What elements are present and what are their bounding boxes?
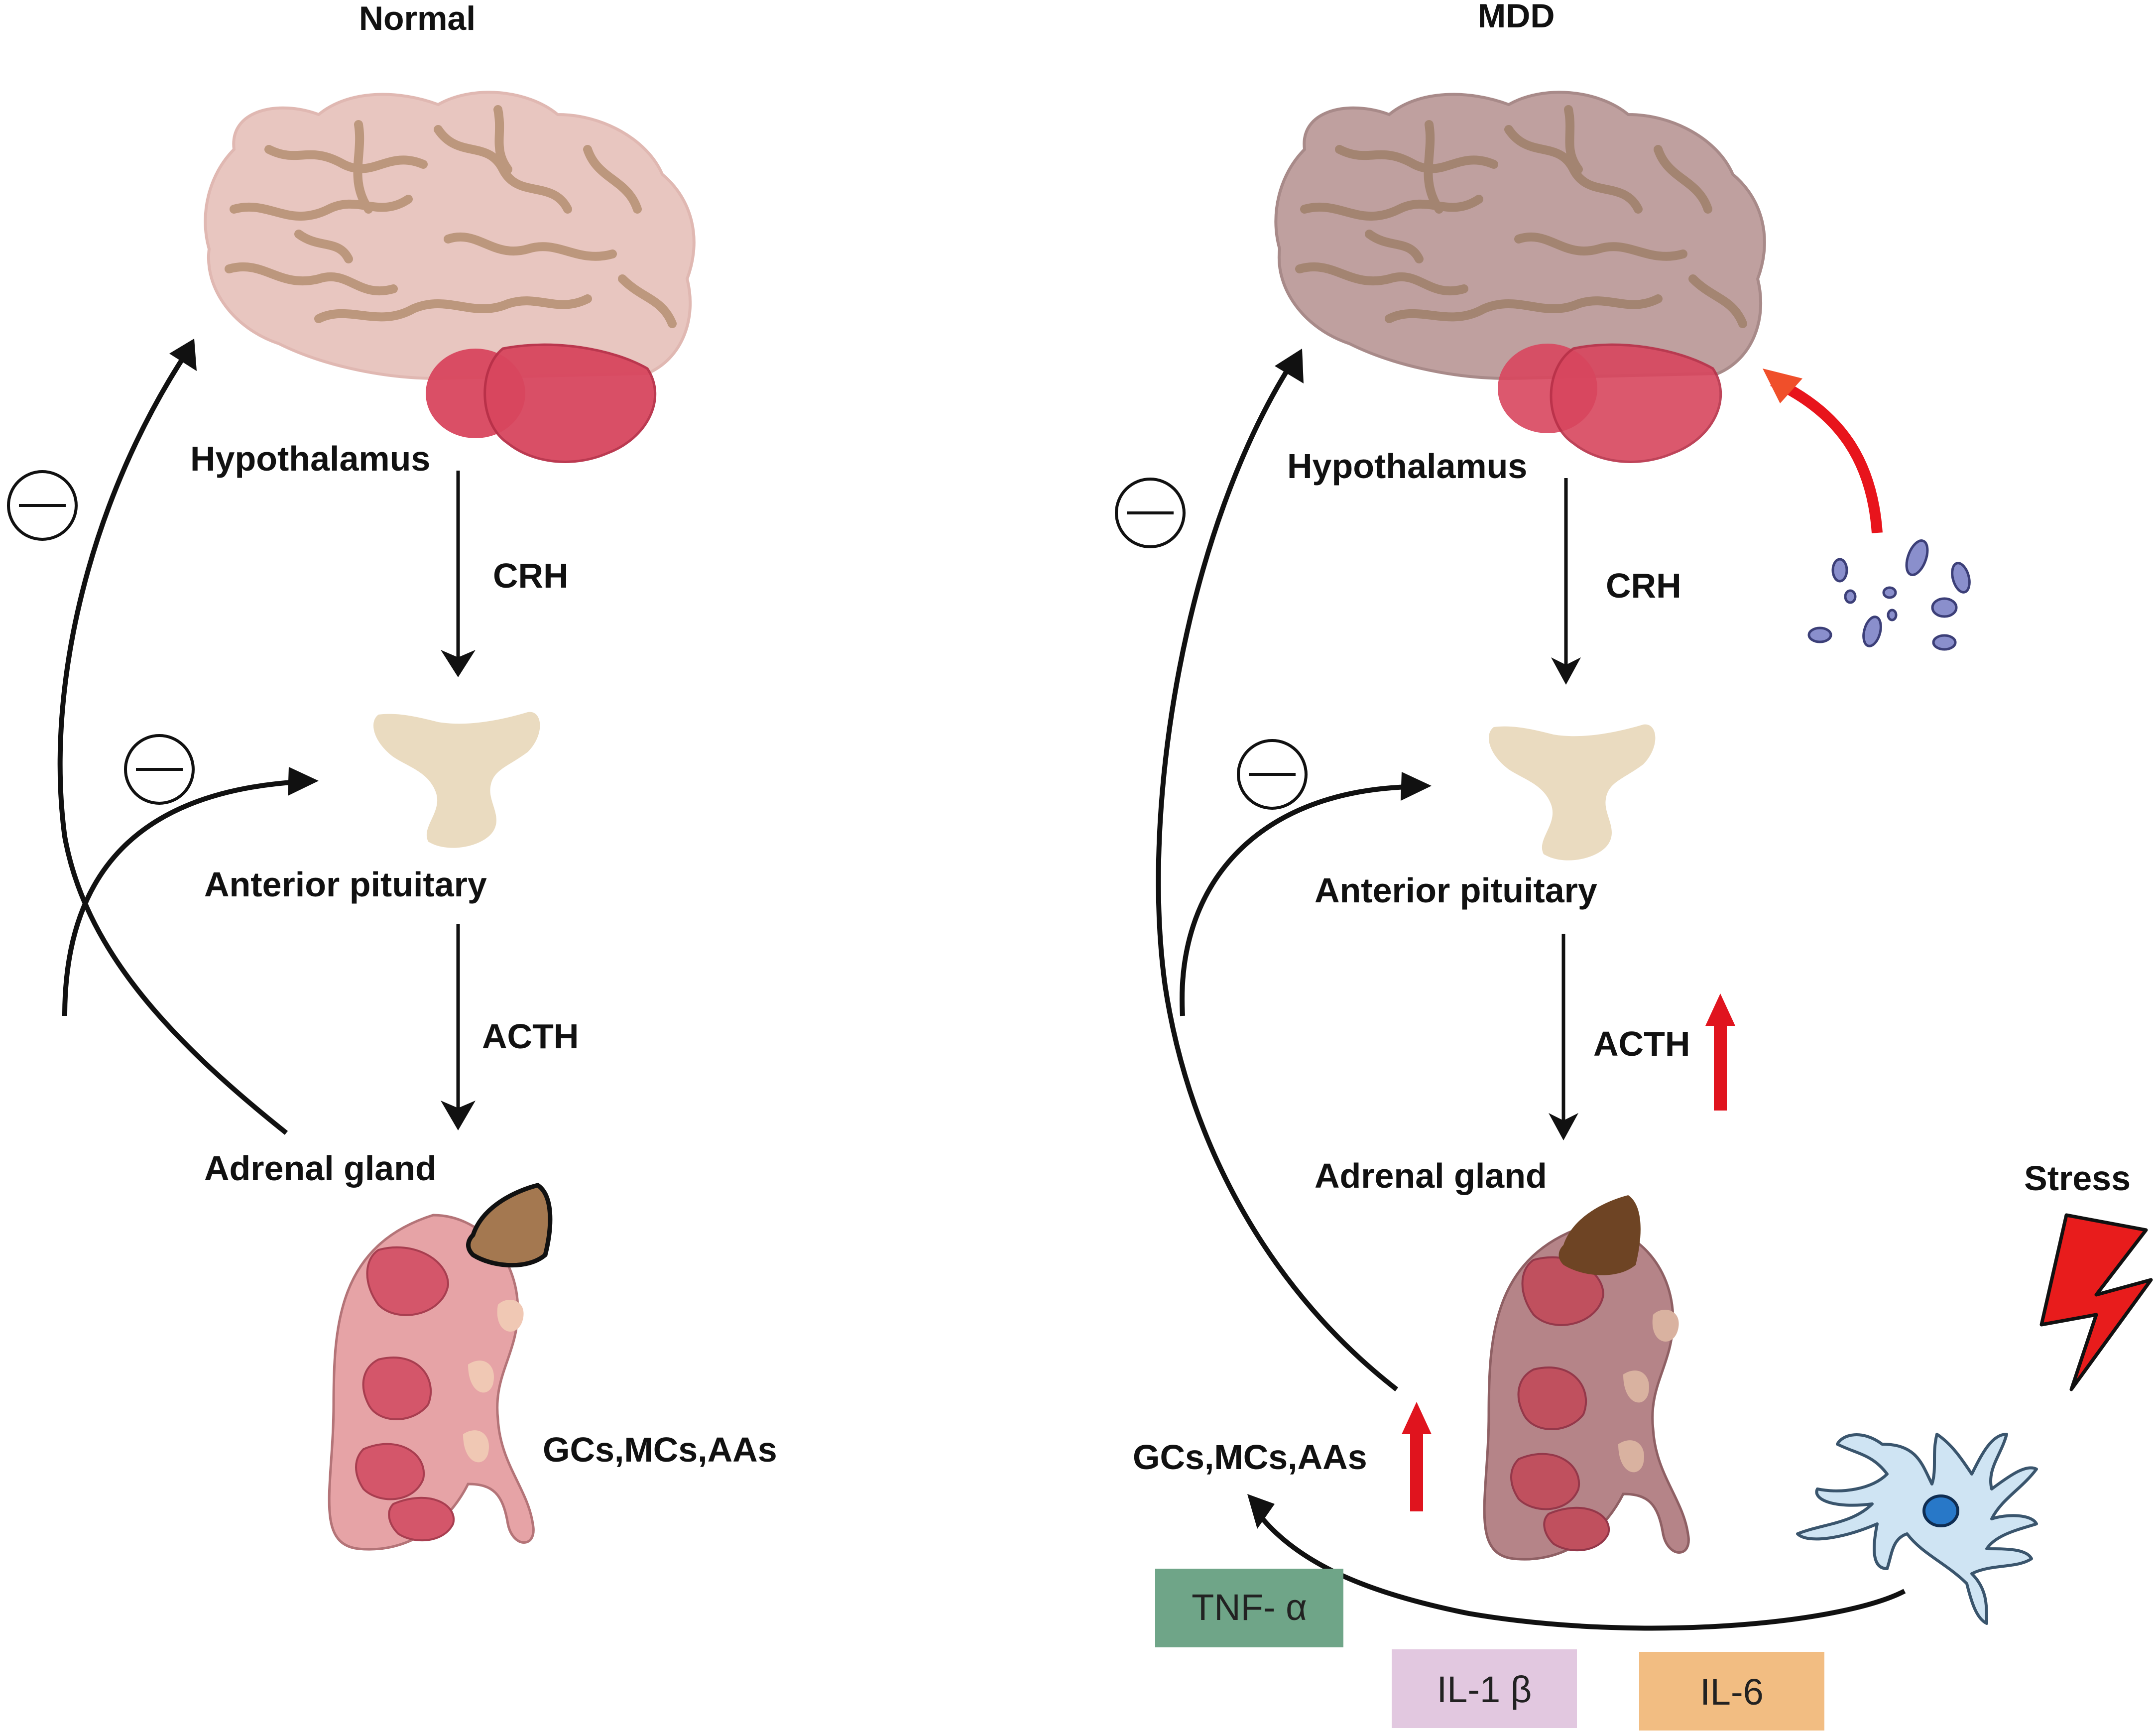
adrenal-gland-icon bbox=[466, 1183, 553, 1268]
cytokine-il1b-box: IL-1 β bbox=[1392, 1649, 1577, 1728]
pituitary-label: Anterior pituitary bbox=[204, 865, 487, 904]
hypothalamus-icon bbox=[426, 343, 657, 463]
cytokine-il6-box: IL-6 bbox=[1639, 1652, 1824, 1731]
minus-icon bbox=[7, 470, 78, 541]
feedback-arrow-pituitary bbox=[1180, 784, 1410, 1016]
cytokine-tnf-box: TNF- α bbox=[1155, 1569, 1343, 1647]
crh-label: CRH bbox=[1606, 566, 1681, 605]
feedback-arrow-brain bbox=[1156, 357, 1399, 1391]
hypothalamus-icon bbox=[1498, 343, 1722, 463]
lightning-icon bbox=[2039, 1213, 2153, 1391]
minus-icon bbox=[124, 734, 195, 805]
panel-title-mdd: MDD bbox=[1478, 0, 1555, 35]
kidney-icon bbox=[328, 1214, 535, 1551]
feedback-arrow-brain bbox=[57, 347, 288, 1135]
up-arrow-icon bbox=[1402, 1402, 1432, 1511]
adrenal-label: Adrenal gland bbox=[1315, 1156, 1547, 1195]
brain-icon bbox=[1274, 91, 1766, 380]
hypothalamus-label: Hypothalamus bbox=[1287, 447, 1527, 486]
cytokine-arrow bbox=[1770, 376, 1883, 533]
stress-label: Stress bbox=[2024, 1159, 2131, 1198]
particles-icon bbox=[1807, 539, 1971, 651]
hypothalamus-label: Hypothalamus bbox=[190, 439, 430, 478]
cytokine-release-arrow bbox=[1252, 1507, 1906, 1631]
brain-icon bbox=[204, 91, 696, 380]
panel-title-normal: Normal bbox=[359, 0, 476, 37]
crh-label: CRH bbox=[493, 556, 569, 595]
cytokine-tnf-label: TNF- α bbox=[1192, 1587, 1307, 1628]
microglia-icon bbox=[1796, 1433, 2038, 1625]
panel-mdd: MDD Hypothalamus bbox=[1115, 0, 2153, 1731]
hormones-label: GCs,MCs,AAs bbox=[1133, 1438, 1367, 1477]
panel-normal: Normal Hypothalamus bbox=[7, 0, 777, 1551]
up-arrow-icon bbox=[1705, 993, 1735, 1111]
pituitary-label: Anterior pituitary bbox=[1315, 871, 1597, 910]
minus-icon bbox=[1115, 478, 1186, 548]
cytokine-il6-label: IL-6 bbox=[1700, 1671, 1764, 1713]
cytokine-il1b-label: IL-1 β bbox=[1437, 1669, 1532, 1710]
acth-label: ACTH bbox=[1593, 1024, 1690, 1063]
pituitary-icon bbox=[1489, 724, 1656, 861]
acth-label: ACTH bbox=[482, 1017, 579, 1056]
adrenal-gland-icon bbox=[1558, 1195, 1641, 1275]
adrenal-label: Adrenal gland bbox=[204, 1149, 437, 1188]
pituitary-icon bbox=[373, 712, 540, 848]
hormones-label: GCs,MCs,AAs bbox=[543, 1430, 777, 1469]
minus-icon bbox=[1237, 739, 1308, 810]
kidney-icon bbox=[1483, 1224, 1690, 1561]
feedback-arrow-pituitary bbox=[62, 779, 299, 1016]
